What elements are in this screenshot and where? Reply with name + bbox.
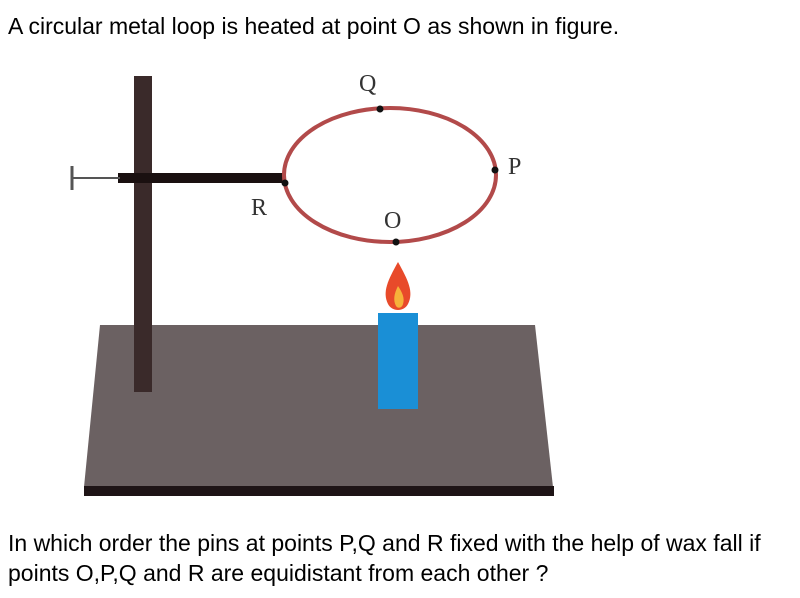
clamp-arm xyxy=(118,173,284,183)
pin-p xyxy=(491,166,499,174)
label-q: Q xyxy=(359,71,376,97)
label-o: O xyxy=(384,208,401,234)
base-edge xyxy=(84,486,554,496)
candle xyxy=(378,313,418,409)
label-r: R xyxy=(251,195,267,221)
question-intro: A circular metal loop is heated at point… xyxy=(8,13,620,39)
question-body: In which order the pins at points P,Q an… xyxy=(8,530,761,586)
base-platform xyxy=(84,325,553,487)
figure-diagram: Q P R O xyxy=(70,71,554,496)
metal-loop xyxy=(282,106,498,244)
pin-q xyxy=(376,105,384,113)
stand-rod xyxy=(134,76,152,392)
label-p: P xyxy=(508,154,521,180)
pin-o xyxy=(392,238,400,246)
flame-core-icon xyxy=(394,286,404,308)
pin-r xyxy=(281,179,289,187)
